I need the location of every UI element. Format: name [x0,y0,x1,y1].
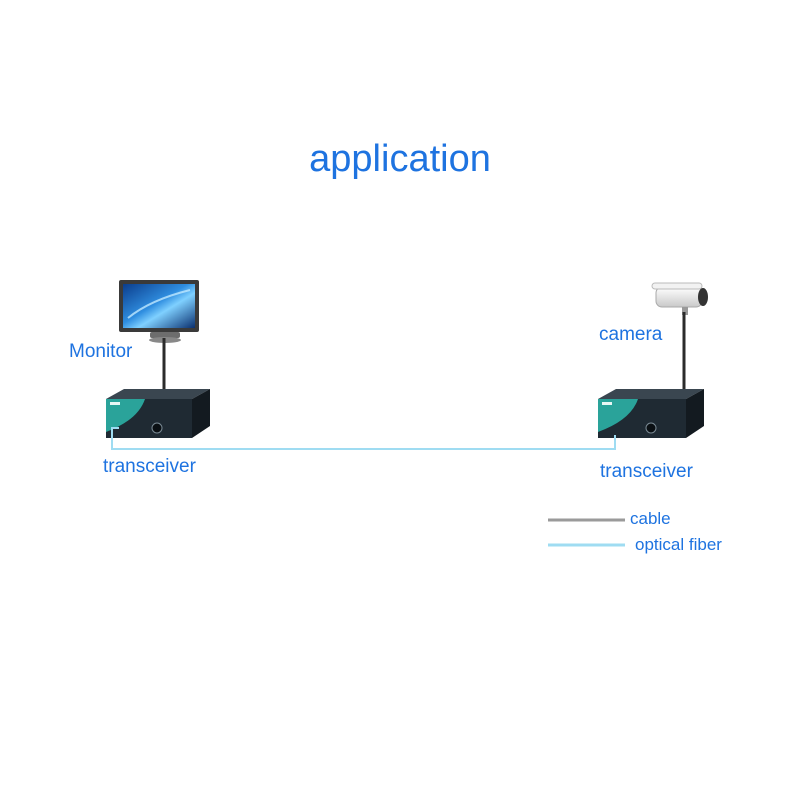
transceiver-left-icon [106,389,210,438]
transceiver-right-label: transceiver [600,461,693,482]
camera-label: camera [599,324,663,345]
monitor-label: Monitor [69,341,133,362]
legend-cable-label: cable [630,509,671,528]
legend-optical-fiber-label: optical fiber [635,535,722,554]
optical-fiber-link [111,427,616,450]
diagram-title: application [309,138,491,180]
monitor-icon [119,280,199,343]
transceiver-right-icon [598,389,704,438]
transceiver-left-label: transceiver [103,456,196,477]
camera-icon [651,282,708,315]
